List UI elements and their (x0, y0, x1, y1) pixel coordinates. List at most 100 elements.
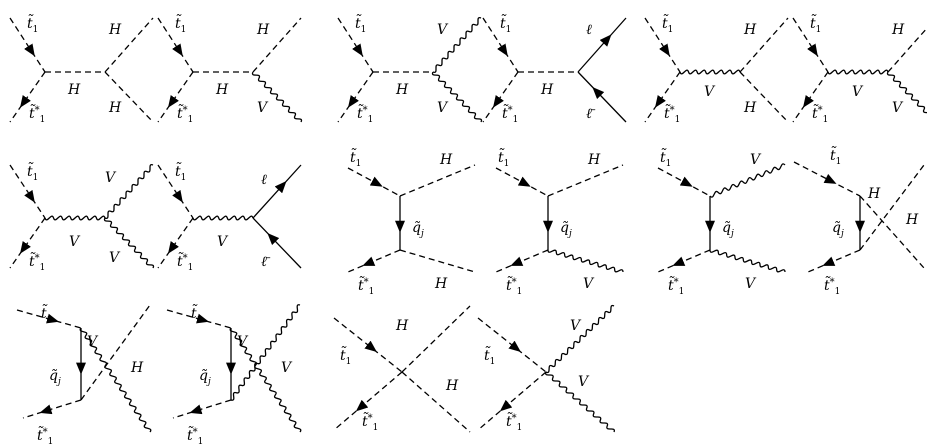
squark-label: q̃j (49, 368, 61, 387)
stop-arrow (24, 43, 35, 57)
final-vector (103, 217, 155, 269)
incoming-antistop (495, 249, 549, 273)
final-vector (251, 71, 303, 123)
final-higgs (887, 27, 927, 73)
final-vector (545, 371, 615, 433)
stop-label: t̃1 (175, 161, 186, 183)
incoming-stop (793, 161, 861, 197)
final-higgs-crossed (859, 164, 925, 251)
higgs-label: H (256, 22, 270, 38)
incoming-antistop (9, 217, 46, 269)
higgs-label: H (215, 82, 229, 98)
higgs-label: H (395, 318, 409, 334)
incoming-stop (657, 167, 711, 197)
higgs-label: H (587, 152, 601, 168)
vector-s-channel (192, 215, 254, 221)
antistop-label: t̃*1 (29, 251, 45, 273)
higgs-label: H (67, 82, 81, 98)
stop-arrow (807, 43, 818, 57)
final-higgs (739, 17, 789, 73)
squark-label: q̃j (199, 368, 211, 387)
antistop-label: t̃*1 (187, 425, 203, 447)
vector-label: V (704, 84, 716, 100)
stop-label: t̃1 (191, 303, 202, 325)
antilepton-label: ℓ̄ (586, 106, 596, 122)
higgs-label: H (743, 100, 757, 116)
higgs-label: H (434, 276, 448, 292)
final-higgs (401, 371, 471, 433)
final-vector-crossed (229, 327, 302, 433)
squark-label: q̃j (412, 220, 424, 239)
stop-label: t̃1 (340, 345, 351, 367)
vector-s-channel (679, 69, 741, 75)
final-vector (886, 71, 927, 114)
final-vector (545, 304, 615, 374)
antistop-label: t̃*1 (502, 103, 518, 125)
squark-label: q̃j (560, 220, 572, 239)
higgs-label: H (130, 360, 144, 376)
antistop-label: t̃*1 (812, 103, 828, 125)
incoming-antistop (807, 249, 861, 273)
vector-s-channel (44, 215, 106, 221)
squark-label: q̃j (722, 220, 734, 239)
stop-arrow (497, 43, 508, 57)
antilepton-label: ℓ̄ (261, 254, 271, 270)
stop-arrow (172, 43, 183, 57)
final-vector-crossed (79, 327, 152, 433)
final-vector (104, 163, 154, 220)
antistop-label: t̃*1 (29, 103, 45, 125)
final-higgs (401, 305, 471, 373)
vector-label: V (437, 22, 449, 38)
antistop-label: t̃*1 (506, 411, 522, 433)
antistop-label: t̃*1 (506, 275, 522, 297)
antistop-label: t̃*1 (362, 411, 378, 433)
vector-label: V (257, 100, 269, 116)
final-vector (709, 163, 786, 198)
antistop-label: t̃*1 (358, 275, 374, 297)
vector-label: V (217, 234, 229, 250)
vector-label: V (852, 84, 864, 100)
higgs-label: H (743, 22, 757, 38)
stop-label: t̃1 (500, 13, 511, 35)
stop-arrow (508, 340, 521, 353)
vector-label: V (105, 170, 117, 186)
vector-label: V (892, 100, 904, 116)
final-higgs (399, 249, 476, 273)
antistop-label: t̃*1 (664, 103, 680, 125)
lepton-label: ℓ (586, 22, 592, 38)
incoming-stop (347, 167, 401, 197)
vector-label: V (237, 334, 249, 350)
final-vector (431, 71, 483, 123)
final-higgs-crossed (859, 195, 925, 269)
final-vector (432, 17, 482, 73)
vector-label: V (750, 152, 762, 168)
incoming-antistop (157, 217, 194, 269)
final-higgs (739, 71, 789, 123)
stop-label: t̃1 (27, 161, 38, 183)
incoming-antistop (657, 249, 711, 273)
final-higgs (399, 164, 476, 197)
stop-label: t̃1 (175, 13, 186, 35)
final-higgs (252, 17, 302, 73)
higgs-label: H (867, 186, 881, 202)
higgs-label: H (540, 82, 554, 98)
vector-label: V (281, 360, 293, 376)
vector-label: V (437, 100, 449, 116)
antistop-label: t̃*1 (668, 275, 684, 297)
higgs-label: H (108, 22, 122, 38)
stop-arrow (172, 189, 183, 203)
vector-s-channel (827, 69, 889, 75)
higgs-label: H (439, 152, 453, 168)
stop-label: t̃1 (498, 147, 509, 169)
stop-label: t̃1 (355, 13, 366, 35)
vector-label: V (69, 234, 81, 250)
antistop-label: t̃*1 (37, 425, 53, 447)
stop-label: t̃1 (662, 13, 673, 35)
higgs-label: H (891, 22, 905, 38)
higgs-label: H (445, 378, 459, 394)
final-vector (709, 249, 786, 273)
incoming-antistop (22, 399, 82, 419)
stop-arrow (352, 43, 363, 57)
stop-label: t̃1 (660, 147, 671, 169)
